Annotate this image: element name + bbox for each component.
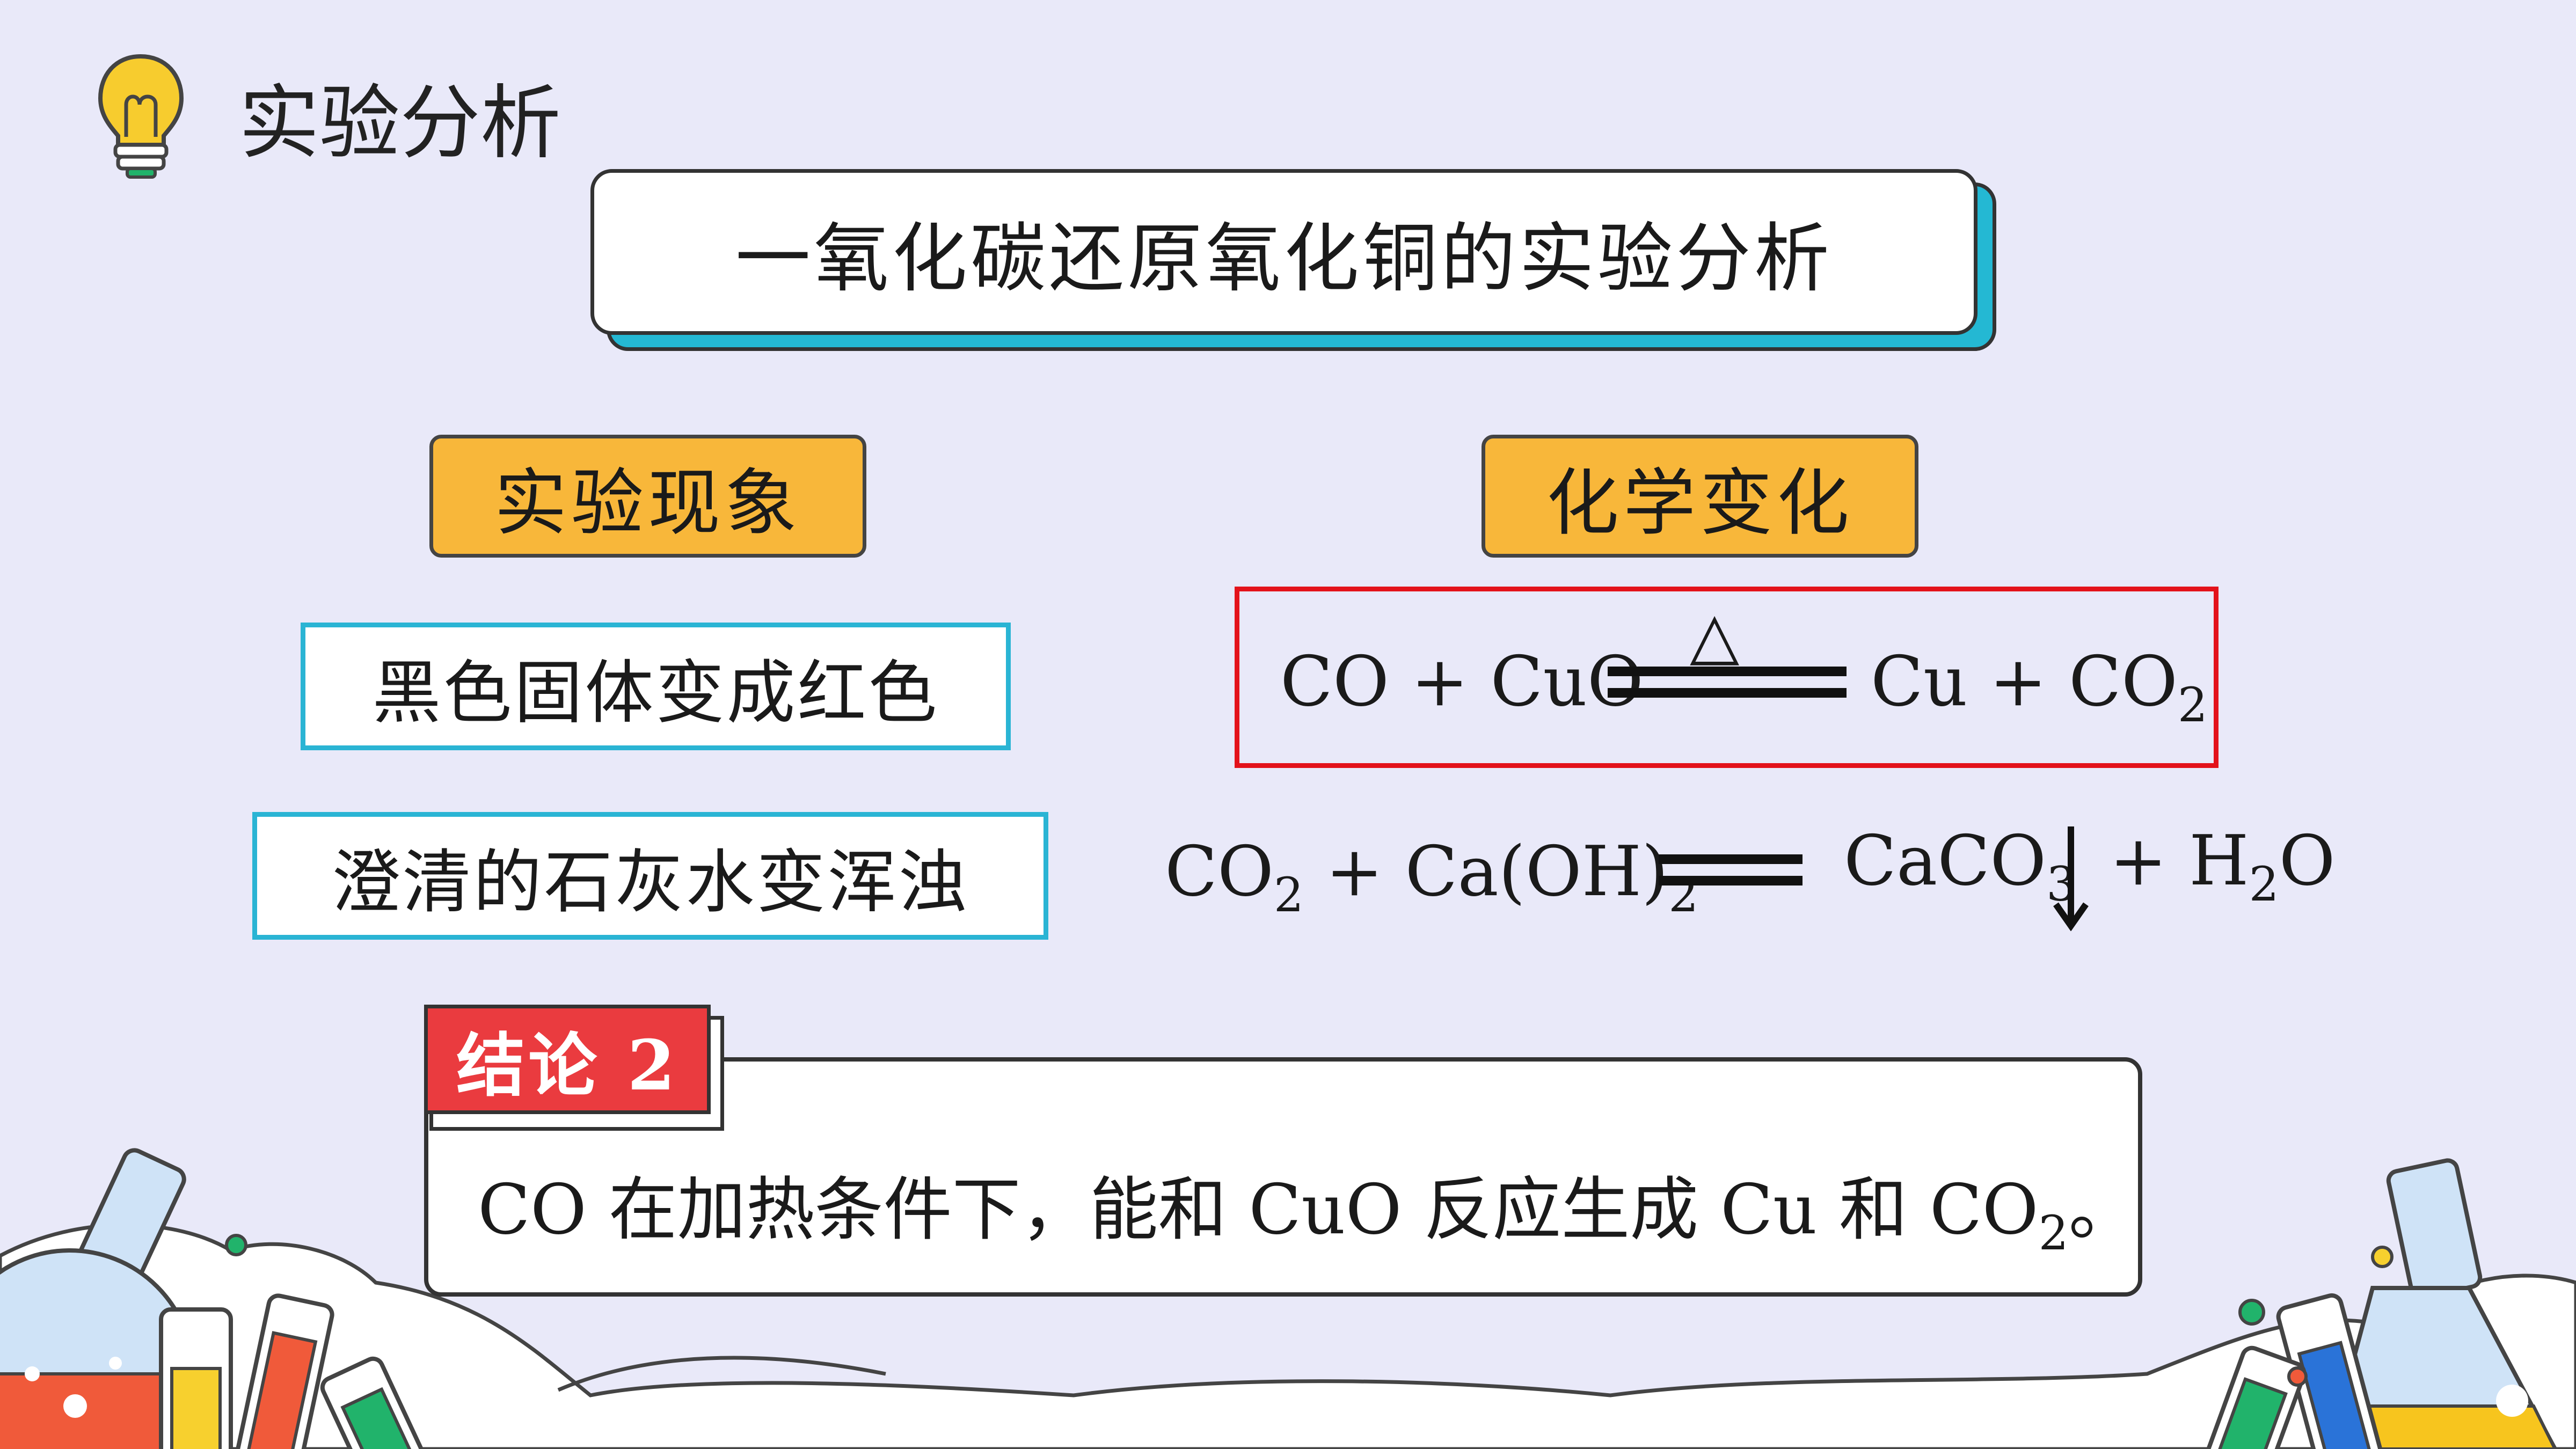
phenomena-label-tag: 实验现象	[429, 435, 866, 558]
equation-2-equals-bottom	[1659, 876, 1803, 885]
equation-2-product-caco3: CaCO3	[1844, 821, 2077, 912]
observation-box-2: 澄清的石灰水变浑浊	[252, 812, 1048, 940]
equation-1-box	[1235, 587, 2219, 768]
observation-box-1: 黑色固体变成红色	[301, 623, 1011, 750]
equation-1-products: Cu + CO2	[1871, 642, 2208, 733]
observation-text-1: 黑色固体变成红色	[372, 653, 939, 733]
equation-2-equals-top	[1659, 854, 1803, 864]
heating-condition-symbol: △	[1690, 598, 1740, 673]
lightbulb-icon	[98, 54, 184, 179]
equation-2-product-water: + H2O	[2110, 821, 2336, 912]
precipitate-arrow-icon	[2053, 826, 2089, 931]
left-test-tubes-icon	[159, 1293, 432, 1449]
observation-text-2: 澄清的石灰水变浑浊	[331, 842, 969, 923]
chemical-change-label: 化学变化	[1546, 460, 1853, 545]
equation-1-reactants: CO + CuO	[1280, 642, 1644, 722]
conclusion-text: CO 在加热条件下，能和 CuO 反应生成 Cu 和 CO2。	[478, 1170, 2137, 1261]
right-flask-icon	[2327, 1158, 2558, 1449]
equation-1-equals-top	[1608, 667, 1847, 676]
left-flask-icon	[0, 1148, 195, 1449]
phenomena-label: 实验现象	[494, 460, 801, 545]
equation-1-equals-bottom	[1608, 688, 1847, 698]
experiment-title: 一氧化碳还原氧化铜的实验分析	[735, 215, 1833, 303]
page-title: 实验分析	[239, 77, 561, 170]
chemical-change-label-tag: 化学变化	[1482, 435, 1918, 558]
equation-2-reactants: CO2 + Ca(OH)2	[1165, 832, 1699, 923]
experiment-title-box: 一氧化碳还原氧化铜的实验分析	[590, 169, 1977, 335]
conclusion-badge-label: 结论 2	[456, 1025, 678, 1106]
conclusion-badge: 结论 2	[424, 1005, 711, 1114]
right-test-tubes-icon	[2202, 1293, 2383, 1449]
